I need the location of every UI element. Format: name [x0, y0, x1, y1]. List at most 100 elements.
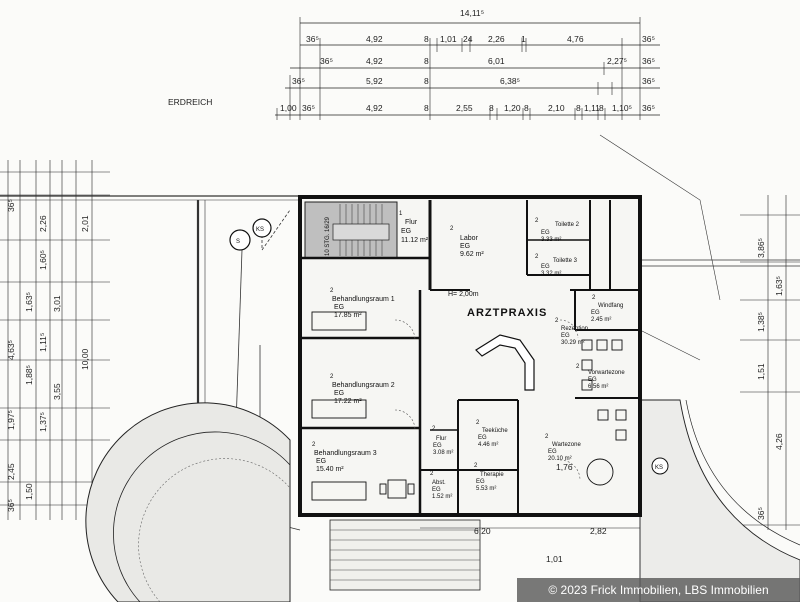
svg-text:1,20: 1,20 [504, 103, 521, 113]
top-dimension-chains: 14,11⁵ 36⁵ 4,92 8 1,01 24 2,26 1 [275, 8, 660, 120]
svg-text:1.52 m²: 1.52 m² [432, 494, 452, 500]
svg-text:6,20: 6,20 [474, 526, 491, 536]
dim-row-3: 36⁵ 5,92 8 6,38⁵ 36⁵ [292, 76, 655, 86]
svg-text:36⁵: 36⁵ [642, 103, 655, 113]
svg-text:1,11⁵: 1,11⁵ [38, 333, 48, 352]
ks-markers: S KS KS [229, 218, 669, 475]
svg-text:8: 8 [599, 103, 604, 113]
svg-text:4,92: 4,92 [366, 103, 383, 113]
svg-text:36⁵: 36⁵ [302, 103, 315, 113]
svg-text:EG: EG [460, 243, 470, 250]
svg-text:17.85 m²: 17.85 m² [334, 312, 362, 319]
svg-text:1,11: 1,11 [584, 103, 600, 113]
svg-text:36⁵: 36⁵ [642, 34, 655, 44]
svg-text:1,60⁵: 1,60⁵ [38, 250, 48, 270]
building: 10 STG. 16/29 [298, 195, 642, 517]
svg-text:2.45 m²: 2.45 m² [591, 317, 611, 323]
svg-text:EG: EG [432, 487, 441, 493]
svg-text:3,86⁵: 3,86⁵ [756, 238, 766, 258]
reception-desk [475, 334, 535, 391]
svg-text:S: S [236, 239, 240, 245]
svg-text:2: 2 [474, 463, 478, 469]
svg-text:36⁵: 36⁵ [642, 56, 655, 66]
svg-text:6.56 m²: 6.56 m² [588, 384, 608, 390]
svg-text:2: 2 [312, 442, 316, 448]
svg-text:15.40 m²: 15.40 m² [316, 466, 344, 473]
height-label: H= 2,00m [448, 291, 479, 298]
svg-text:Behandlungsraum 3: Behandlungsraum 3 [314, 450, 377, 457]
svg-text:2: 2 [535, 218, 539, 224]
svg-text:2: 2 [576, 364, 580, 370]
svg-text:2: 2 [555, 318, 559, 324]
svg-text:EG: EG [401, 228, 411, 235]
bottom-area: 6,20 2,82 1,76 1,01 [329, 462, 640, 591]
svg-text:EG: EG [541, 230, 550, 236]
svg-text:Behandlungsraum 2: Behandlungsraum 2 [332, 382, 395, 389]
room-3-table [379, 479, 415, 499]
svg-text:6,38⁵: 6,38⁵ [500, 76, 520, 86]
svg-text:1: 1 [399, 211, 403, 217]
svg-text:4,63⁵: 4,63⁵ [6, 340, 16, 360]
svg-text:2: 2 [535, 254, 539, 260]
svg-text:EG: EG [433, 443, 442, 449]
svg-text:8: 8 [576, 103, 581, 113]
svg-text:20.10 m²: 20.10 m² [548, 456, 572, 462]
svg-text:8: 8 [424, 34, 429, 44]
svg-text:EG: EG [334, 390, 344, 397]
svg-text:EG: EG [548, 449, 557, 455]
svg-text:3.08 m²: 3.08 m² [433, 450, 453, 456]
stairs-note: 10 STG. 16/29 [325, 216, 331, 256]
svg-text:EG: EG [334, 304, 344, 311]
svg-text:4.46 m²: 4.46 m² [478, 442, 498, 448]
dim-row-2: 36⁵ 4,92 8 6,01 2,27⁵ 36⁵ [320, 56, 655, 66]
copyright-watermark: © 2023 Frick Immobilien, LBS Immobilien [517, 578, 800, 602]
svg-text:36⁵: 36⁵ [6, 499, 16, 512]
arztpraxis-label: ARZTPRAXIS [467, 307, 547, 319]
svg-text:Vorwartezone: Vorwartezone [588, 370, 625, 376]
svg-text:Windfang: Windfang [598, 303, 623, 309]
svg-text:5,92: 5,92 [366, 76, 383, 86]
svg-text:EG: EG [478, 435, 487, 441]
svg-text:1,63⁵: 1,63⁵ [24, 292, 34, 312]
right-dimension-chains [740, 195, 800, 530]
erdreich-label: ERDREICH [168, 97, 212, 107]
svg-text:EG: EG [316, 458, 326, 465]
left-dimension-chains [0, 160, 110, 520]
svg-text:EG: EG [541, 264, 550, 270]
svg-text:Wartezone: Wartezone [552, 442, 581, 448]
round-terrace [85, 402, 291, 602]
svg-text:Abst.: Abst. [432, 480, 446, 486]
svg-text:EG: EG [591, 310, 600, 316]
svg-text:3.33 m²: 3.33 m² [541, 237, 561, 243]
svg-text:1,50: 1,50 [24, 483, 34, 500]
svg-text:8: 8 [424, 76, 429, 86]
dim-row-1: 36⁵ 4,92 8 1,01 24 2,26 1 4,76 36⁵ [306, 34, 655, 44]
svg-text:Rezeption: Rezeption [561, 326, 588, 332]
svg-text:2,26: 2,26 [38, 215, 48, 232]
svg-text:Toilette 3: Toilette 3 [553, 258, 578, 264]
svg-text:4,92: 4,92 [366, 34, 383, 44]
right-dimension-labels: 3,86⁵ 1,63⁵ 1,38⁵ 1,51 4,26 36⁵ [756, 238, 784, 520]
overall-width: 14,11⁵ [460, 8, 484, 18]
svg-text:36⁵: 36⁵ [642, 76, 655, 86]
svg-text:11.12 m²: 11.12 m² [401, 237, 429, 244]
svg-text:4,76: 4,76 [567, 34, 584, 44]
svg-text:2: 2 [476, 420, 480, 426]
svg-text:5.53 m²: 5.53 m² [476, 486, 496, 492]
svg-text:36⁵: 36⁵ [6, 199, 16, 212]
svg-text:Labor: Labor [460, 235, 479, 242]
svg-text:2: 2 [430, 471, 434, 477]
